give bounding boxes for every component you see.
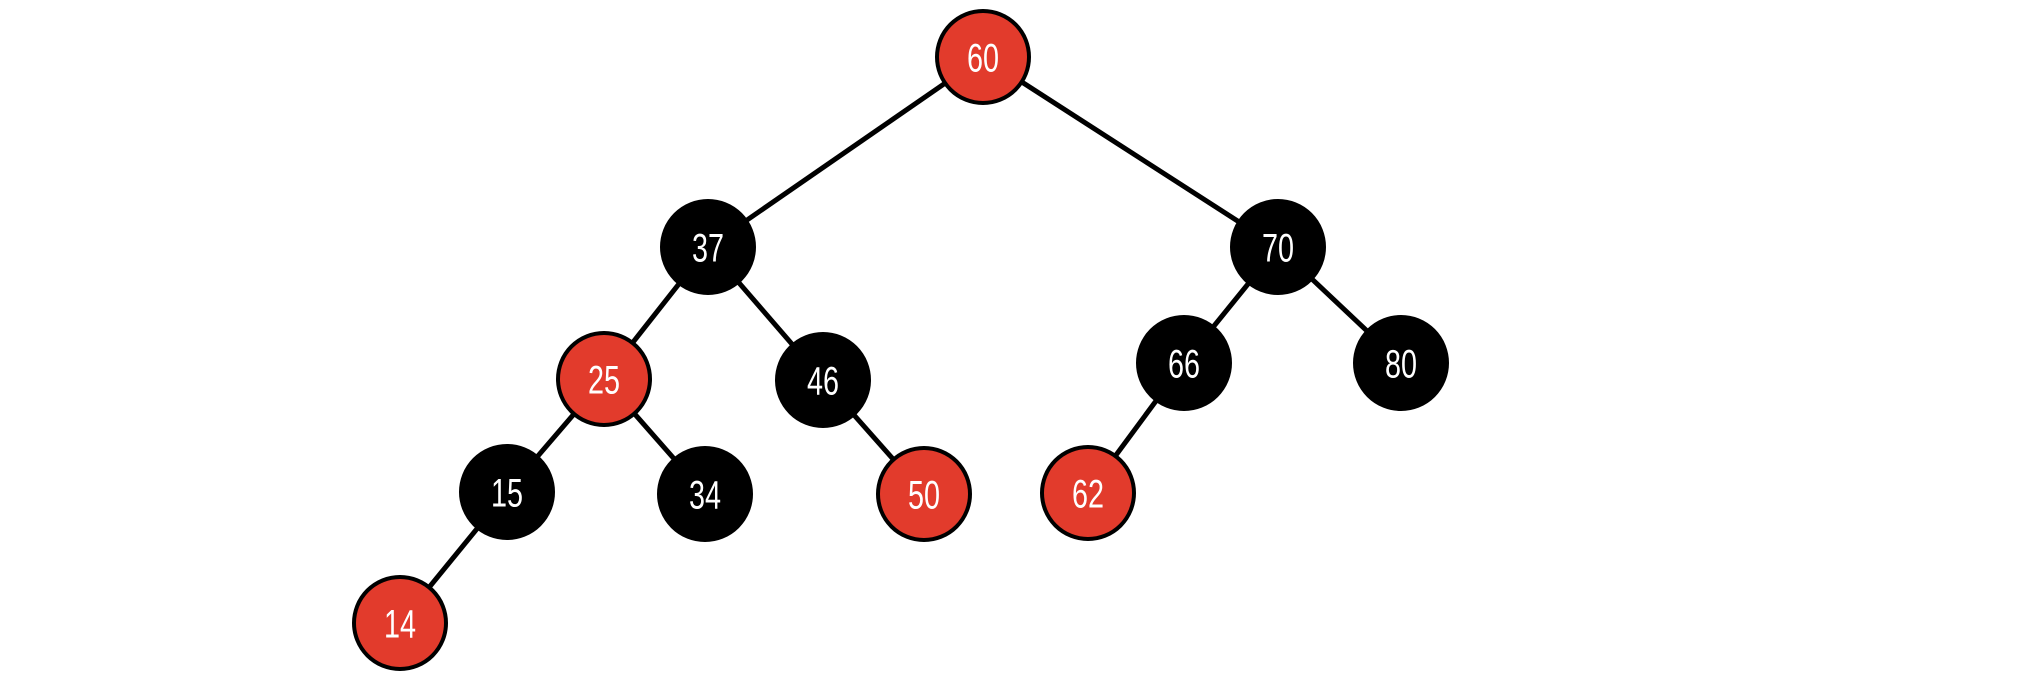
node-label: 46 <box>807 359 839 403</box>
node-circle-red <box>876 446 972 542</box>
node-label: 25 <box>588 358 620 402</box>
tree-node-15: 15 <box>459 444 555 540</box>
node-label: 37 <box>692 226 724 270</box>
node-circle-red <box>1040 445 1136 541</box>
tree-node-70: 70 <box>1230 199 1326 295</box>
node-label: 80 <box>1385 342 1417 386</box>
node-circle-black <box>1353 315 1449 411</box>
node-circle-black <box>660 199 756 295</box>
node-circle-black <box>1230 199 1326 295</box>
node-label: 15 <box>491 471 523 515</box>
tree-edge-60-37 <box>706 54 985 250</box>
node-circle-red <box>352 575 448 671</box>
node-label: 62 <box>1072 472 1104 516</box>
node-label: 66 <box>1168 342 1200 386</box>
node-label: 60 <box>967 36 999 80</box>
node-circle-red <box>556 331 652 427</box>
tree-node-46: 46 <box>775 332 871 428</box>
tree-node-66: 66 <box>1136 315 1232 411</box>
node-circle-black <box>775 332 871 428</box>
node-circle-black <box>1136 315 1232 411</box>
tree-node-37: 37 <box>660 199 756 295</box>
node-label: 14 <box>384 602 416 646</box>
tree-edge-60-70 <box>981 54 1280 250</box>
tree-node-60: 60 <box>935 9 1031 105</box>
tree-node-14: 14 <box>352 575 448 671</box>
tree-node-25: 25 <box>556 331 652 427</box>
node-circle-red <box>935 9 1031 105</box>
tree-node-80: 80 <box>1353 315 1449 411</box>
tree-node-62: 62 <box>1040 445 1136 541</box>
node-label: 34 <box>689 473 721 517</box>
node-label: 50 <box>908 473 940 517</box>
tree-node-34: 34 <box>657 446 753 542</box>
node-circle-black <box>459 444 555 540</box>
node-circle-black <box>657 446 753 542</box>
node-label: 70 <box>1262 226 1294 270</box>
tree-node-50: 50 <box>876 446 972 542</box>
